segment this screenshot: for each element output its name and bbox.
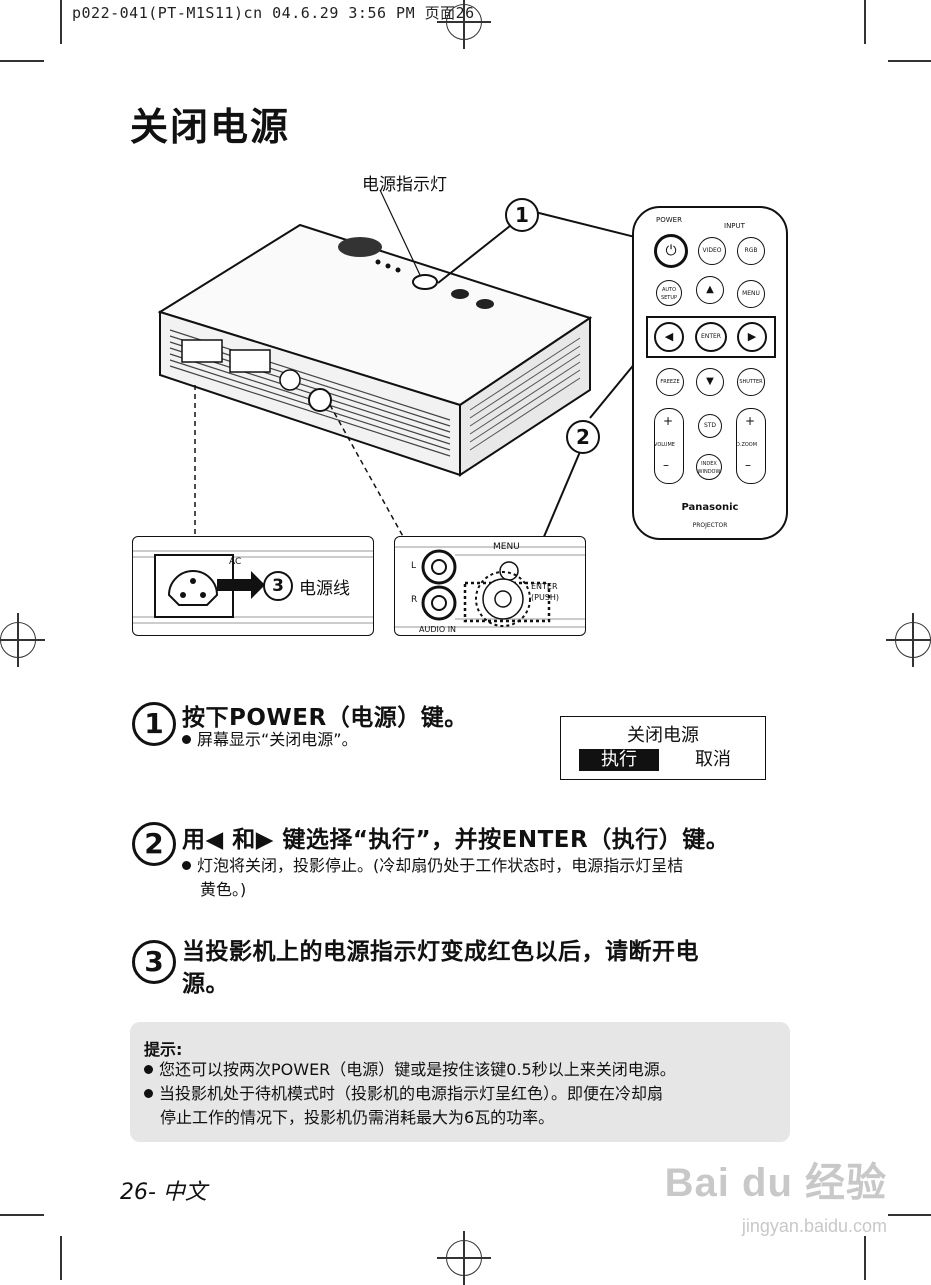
remote-video-button[interactable]: VIDEO xyxy=(698,237,726,265)
remote-enter-button[interactable]: ENTER xyxy=(695,322,727,352)
page-title: 关闭电源 xyxy=(130,105,291,149)
power-label: POWER xyxy=(656,216,682,224)
brand-logo: Panasonic xyxy=(681,502,739,513)
hint-line: 您还可以按两次POWER（电源）键或是按住该键0.5秒以上来关闭电源。 xyxy=(144,1058,676,1082)
bullet-icon xyxy=(144,1089,153,1098)
baidu-watermark: Bai du 经验 jingyan.baidu.com xyxy=(665,1150,887,1237)
crop-mark xyxy=(864,0,866,44)
registration-mark-icon xyxy=(0,613,45,667)
crop-mark xyxy=(60,0,62,44)
projector-illustration xyxy=(157,223,593,477)
l-label: L xyxy=(411,561,417,571)
crop-mark xyxy=(0,1214,44,1216)
hint-line-cont: 停止工作的情况下，投影机仍需消耗最大为6瓦的功率。 xyxy=(160,1108,555,1127)
r-label: R xyxy=(411,595,418,605)
remote-up-button[interactable]: ▲ xyxy=(696,276,724,304)
power-off-osd-dialog: 关闭电源 执行 取消 xyxy=(560,716,766,780)
watermark-brand: Bai du 经验 xyxy=(664,1161,887,1205)
remote-index-window-button[interactable]: INDEX WINDOW xyxy=(696,454,722,480)
menu-label: MENU xyxy=(493,542,520,552)
bullet-icon xyxy=(182,735,191,744)
bullet-icon xyxy=(144,1065,153,1074)
hint-box: 提示: 您还可以按两次POWER（电源）键或是按住该键0.5秒以上来关闭电源。 … xyxy=(130,1022,790,1142)
osd-cancel-button[interactable]: 取消 xyxy=(695,749,731,770)
volume-minus-icon: – xyxy=(663,458,669,472)
arrow-highlight-box xyxy=(646,316,776,358)
crop-mark xyxy=(888,60,931,62)
enter-label: ENTER xyxy=(531,582,558,591)
crop-mark xyxy=(864,1236,866,1280)
dzoom-rocker[interactable] xyxy=(736,408,766,484)
remote-left-button[interactable]: ◀ xyxy=(654,322,684,352)
dzoom-minus-icon: – xyxy=(745,458,751,472)
remote-menu-button[interactable]: MENU xyxy=(737,280,765,308)
audio-in-label: AUDIO IN xyxy=(419,625,457,634)
step-1-number: 1 xyxy=(132,702,176,746)
remote-power-button[interactable]: ⏻ xyxy=(654,234,688,268)
watermark-url: jingyan.baidu.com xyxy=(741,1216,887,1236)
remote-std-button[interactable]: STD xyxy=(698,414,722,438)
volume-label: VOLUME xyxy=(654,442,675,448)
osd-execute-button[interactable]: 执行 xyxy=(579,749,659,771)
dzoom-label: D.ZOOM xyxy=(736,442,758,448)
registration-mark-icon xyxy=(437,0,491,49)
hint-title: 提示: xyxy=(144,1040,183,1059)
step-1-bullet: 屏幕显示“关闭电源”。 xyxy=(182,728,358,752)
step-2-bullet: 灯泡将关闭，投影停止。(冷却扇仍处于工作状态时，电源指示灯呈桔 xyxy=(182,854,683,878)
remote-rgb-button[interactable]: RGB xyxy=(737,237,765,265)
hint-line: 当投影机处于待机模式时（投影机的电源指示灯呈红色）。即便在冷却扇 xyxy=(144,1082,663,1106)
remote-shutter-button[interactable]: SHUTTER xyxy=(737,368,765,396)
dzoom-plus-icon: + xyxy=(745,414,756,428)
step-2-number: 2 xyxy=(132,822,176,866)
step-3-heading: 当投影机上的电源指示灯变成红色以后，请断开电 源。 xyxy=(182,939,699,997)
crop-mark xyxy=(888,1214,931,1216)
bullet-icon xyxy=(182,861,191,870)
input-label: INPUT xyxy=(724,222,745,230)
step-3-number: 3 xyxy=(132,940,176,984)
remote-auto-setup-button[interactable]: AUTO SETUP xyxy=(656,280,682,306)
remote-freeze-button[interactable]: FREEZE xyxy=(656,368,684,396)
page-footer: 26- 中文 xyxy=(120,1180,207,1205)
osd-title: 关闭电源 xyxy=(627,725,699,746)
crop-mark xyxy=(0,60,44,62)
remote-right-button[interactable]: ▶ xyxy=(737,322,767,352)
callout-1: 1 xyxy=(505,198,539,232)
remote-down-button[interactable]: ▼ xyxy=(696,368,724,396)
step-2-bullet-cont: 黄色。) xyxy=(200,880,247,899)
side-panel-inset: MENU ENTER (PUSH) L R AUDIO IN xyxy=(394,536,586,636)
indicator-label: 电源指示灯 xyxy=(362,175,447,195)
power-inlet-inset: AC 3 电源线 xyxy=(132,536,374,636)
registration-mark-icon xyxy=(437,1231,491,1285)
remote-control: POWER INPUT ⏻ VIDEO RGB AUTO SETUP ▲ MEN… xyxy=(632,206,788,540)
step-2-heading: 用◀ 和▶ 键选择“执行”，并按ENTER（执行）键。 xyxy=(182,827,730,853)
ac-label: AC xyxy=(229,557,242,567)
push-label: (PUSH) xyxy=(531,593,560,602)
crop-mark xyxy=(60,1236,62,1280)
volume-rocker[interactable] xyxy=(654,408,684,484)
callout-3: 3 xyxy=(263,571,293,601)
projector-label: PROJECTOR xyxy=(692,522,728,529)
power-cord-label: 电源线 xyxy=(299,579,350,599)
volume-plus-icon: + xyxy=(663,414,674,428)
step-1-heading: 按下POWER（电源）键。 xyxy=(182,705,468,731)
print-header: p022-041(PT-M1S11)cn 04.6.29 3:56 PM 页面2… xyxy=(72,4,475,22)
callout-2: 2 xyxy=(566,420,600,454)
